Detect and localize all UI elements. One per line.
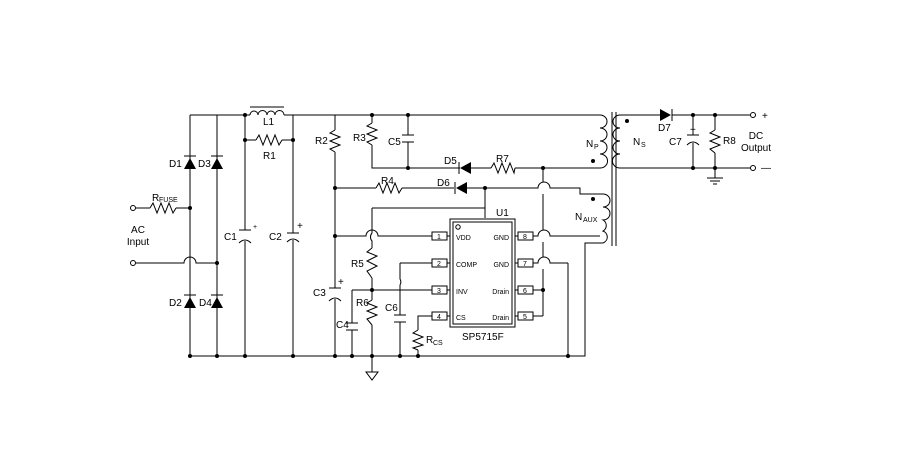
- label-l1: L1: [263, 117, 275, 128]
- resistor-r4: [375, 181, 403, 195]
- resistor-r5: [365, 247, 379, 279]
- ic-u1: 1 2 3 4 8 7 6 5 VDD COMP INV CS GND GND …: [431, 218, 543, 328]
- label-r4: R4: [381, 176, 394, 187]
- ic-pin-8-number: 8: [523, 234, 527, 241]
- label-ac-line1: AC: [131, 225, 145, 236]
- capacitor-c6: [394, 314, 406, 323]
- ic-pin-7-name: GND: [493, 262, 509, 269]
- ground-primary-symbol: [365, 371, 379, 381]
- label-c7: C7: [669, 137, 682, 148]
- c3-polarity: +: [338, 277, 344, 288]
- label-dc-plus: +: [762, 111, 768, 122]
- resistor-r2: [328, 129, 342, 153]
- resistor-r6: [365, 299, 379, 326]
- label-np-sub: P: [594, 144, 599, 151]
- label-c4: C4: [336, 320, 349, 331]
- label-c3: C3: [313, 288, 326, 299]
- c2-polarity: +: [297, 221, 303, 232]
- ic-pin-2-name: COMP: [456, 262, 477, 269]
- resistor-rfuse: [149, 201, 177, 215]
- label-r2: R2: [315, 136, 328, 147]
- label-rcs-main: R: [426, 335, 433, 346]
- ic-pin-4-name: CS: [456, 315, 466, 322]
- label-ac-line2: Input: [127, 237, 149, 248]
- ic-part-number: SP5715F: [462, 332, 504, 343]
- label-r7: R7: [496, 154, 509, 165]
- label-rfuse-main: R: [152, 193, 159, 204]
- label-d5: D5: [444, 156, 457, 167]
- ic-pin-6-number: 6: [523, 288, 527, 295]
- label-dc-line2: Output: [741, 143, 771, 154]
- ic-pin-1-name: VDD: [456, 235, 471, 242]
- ic-pin-5-name: Drain: [492, 315, 509, 322]
- label-c6: C6: [385, 303, 398, 314]
- ic-pin-4-number: 4: [437, 314, 441, 321]
- label-d6: D6: [437, 178, 450, 189]
- label-d7: D7: [658, 123, 671, 134]
- label-naux-sub: AUX: [583, 217, 598, 224]
- label-c1: C1: [224, 232, 237, 243]
- capacitor-c5: [402, 134, 414, 143]
- c1-polarity: +: [253, 224, 257, 231]
- label-r5: R5: [351, 259, 364, 270]
- ic-pin-2-number: 2: [437, 261, 441, 268]
- diode-d6: [454, 182, 467, 194]
- diode-d3: [211, 153, 223, 169]
- label-rcs-sub: CS: [433, 340, 443, 347]
- resistor-r1: [255, 133, 283, 147]
- label-u1: U1: [496, 208, 509, 219]
- diode-d7: [660, 109, 673, 121]
- capacitor-c1: +: [238, 224, 257, 244]
- c7-polarity: +: [690, 125, 696, 136]
- capacitor-c7: +: [686, 125, 700, 146]
- label-d2: D2: [169, 298, 182, 309]
- label-d1: D1: [169, 159, 182, 170]
- label-d4: D4: [199, 298, 212, 309]
- label-d3: D3: [198, 159, 211, 170]
- diode-d4: [211, 292, 223, 308]
- ic-pin-3-name: INV: [456, 289, 468, 296]
- label-dc-line1: DC: [749, 131, 763, 142]
- label-c5: C5: [388, 137, 401, 148]
- ground-secondary-symbol: [707, 177, 723, 185]
- label-r8: R8: [723, 136, 736, 147]
- ic-pin-6-name: Drain: [492, 289, 509, 296]
- capacitor-c2: +: [286, 221, 303, 243]
- diode-d2: [184, 292, 196, 308]
- capacitor-c4: [346, 322, 358, 331]
- label-ns-main: N: [633, 137, 640, 148]
- label-rfuse-sub: FUSE: [159, 197, 178, 204]
- resistor-r3: [365, 122, 379, 146]
- component-labels: D1 D3 D2 D4 D5 D6 D7 L1 R1 R2 R3 R4 R5 R…: [127, 111, 771, 347]
- ic-pin-7-number: 7: [523, 261, 527, 268]
- diode-d1: [184, 153, 196, 169]
- label-dc-minus: —: [761, 163, 771, 174]
- label-r6: R6: [356, 298, 369, 309]
- diode-d5: [458, 162, 471, 174]
- label-r3: R3: [353, 133, 366, 144]
- ic-pin-1-number: 1: [437, 234, 441, 241]
- ic-pin-8-name: GND: [493, 235, 509, 242]
- resistor-r7: [490, 161, 516, 175]
- label-c2: C2: [269, 232, 282, 243]
- resistor-r8: [708, 129, 722, 154]
- label-ns-sub: S: [641, 142, 646, 149]
- wires: [136, 114, 750, 372]
- terminals: [130, 112, 756, 266]
- label-np-main: N: [586, 139, 593, 150]
- ic-pin-5-number: 5: [523, 314, 527, 321]
- ic-pin-3-number: 3: [437, 288, 441, 295]
- label-r1: R1: [263, 151, 276, 162]
- junction-dots: [188, 113, 717, 358]
- resistor-rcs: [411, 329, 425, 351]
- transformer: [591, 112, 629, 246]
- capacitor-c3: +: [328, 277, 344, 302]
- label-naux-main: N: [575, 212, 582, 223]
- inductor-l1: [249, 106, 285, 116]
